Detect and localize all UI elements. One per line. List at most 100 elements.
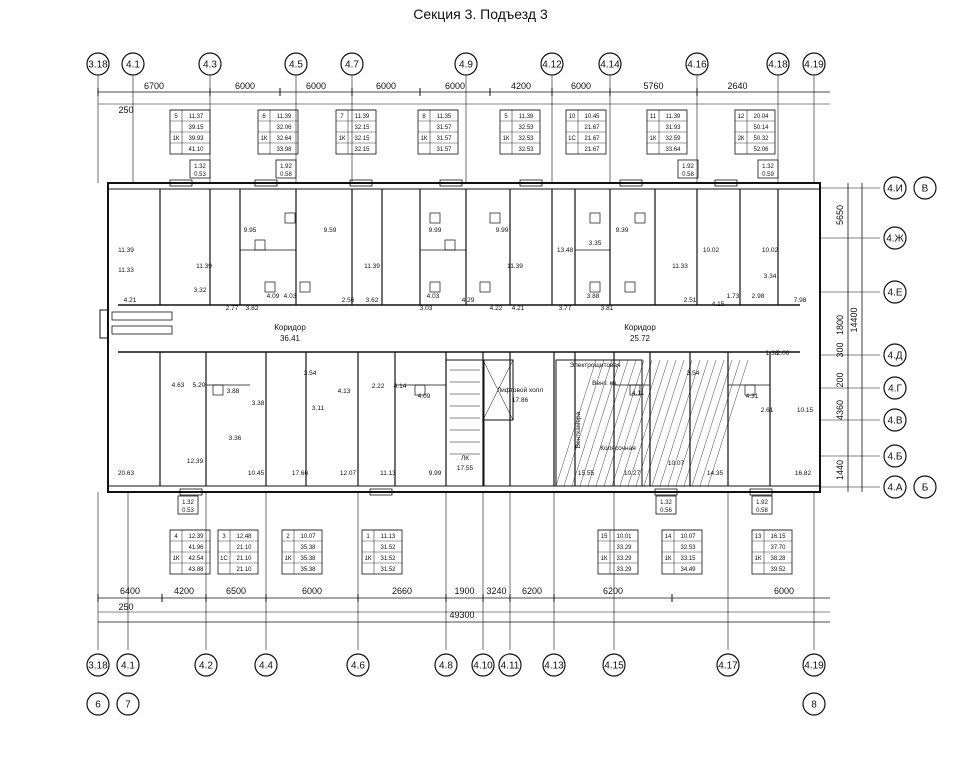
room-area-bottom: 16.82	[795, 470, 812, 477]
hatch-line	[571, 359, 613, 487]
hatch-line	[635, 359, 677, 487]
stamp-cell: 31.57	[436, 136, 452, 142]
fixture	[254, 239, 266, 251]
axis-marker-right-letter	[913, 176, 937, 200]
elevator-shaft	[482, 359, 514, 421]
axis-marker-right-label: 4.А	[887, 483, 902, 494]
hatch-line	[675, 359, 717, 487]
axis-marker-bottom-label: 3.18	[88, 661, 108, 672]
room-area-mid: 3.81	[601, 305, 614, 312]
stamp-cell: 21.10	[236, 556, 252, 562]
axis-marker-top	[540, 52, 564, 76]
stamp-cell: 42.54	[188, 556, 204, 562]
stamp-cell: 5	[504, 114, 508, 120]
axis-marker-bottom-label: 4.19	[804, 661, 824, 672]
bottom-dimension-label: 3240	[486, 586, 506, 596]
corridor-right-label: Коридор	[624, 323, 656, 332]
axis-marker-right-label: 4.Е	[887, 288, 902, 299]
vent-chamber-label: Венткамера	[575, 411, 582, 448]
stamp-cell: 33.29	[616, 556, 632, 562]
axis-marker-bottom-label: 4.6	[351, 661, 365, 672]
stamp-cell: 35.38	[300, 567, 316, 573]
stamp-cell: 39.93	[188, 136, 204, 142]
axis-marker-bottom	[346, 653, 370, 677]
balcony-area: 1.32	[660, 500, 672, 506]
room-area-top: 10.02	[762, 247, 779, 254]
window	[519, 179, 543, 187]
stamp-cell: 32.53	[518, 147, 534, 153]
stamp-cell: 11.39	[519, 114, 534, 120]
hatch-line	[659, 359, 701, 487]
room-area-bottom: 5.20	[193, 382, 206, 389]
hatch-line	[619, 359, 661, 487]
right-dimension-label: 14400	[849, 307, 859, 332]
hatch-line	[691, 359, 733, 487]
stair-label: ЛК	[461, 455, 469, 462]
entrance-vestibule	[111, 325, 173, 335]
corridor-left-area: 36.41	[280, 334, 301, 343]
room-area-bottom: 4.63	[172, 382, 185, 389]
stamp-cell: 12.48	[236, 534, 252, 540]
fixture	[414, 384, 426, 396]
stamp-cell: 1С	[220, 556, 228, 562]
corridor-right-area: 25.72	[630, 334, 651, 343]
stamp-cell: 31.52	[380, 545, 396, 551]
bottom-dimension-label: 6200	[603, 586, 623, 596]
stamp-cell: 38.28	[770, 556, 786, 562]
axis-marker-top	[86, 52, 110, 76]
stamp-cell: 31.93	[665, 125, 681, 131]
fixture	[299, 281, 311, 293]
balcony-stamp-bottom	[655, 495, 677, 515]
axis-marker-bottom-row2	[116, 692, 140, 716]
axis-marker-bottom-label: 4.17	[718, 661, 738, 672]
room-area-mid: 4.03	[284, 293, 297, 300]
axis-marker-top-label: 4.5	[289, 60, 303, 71]
stamp-cell: 31.57	[436, 147, 452, 153]
room-area-mid: 3.77	[559, 305, 572, 312]
axis-marker-bottom-label: 4.4	[259, 661, 273, 672]
stamp-cell: 32.15	[354, 147, 370, 153]
stamp-cell: 1К	[665, 556, 672, 562]
room-area-bottom: 17.66	[292, 470, 309, 477]
room-area-top: 11.39	[118, 247, 134, 254]
axis-marker-bottom-row2	[86, 692, 110, 716]
axis-marker-bottom	[194, 653, 218, 677]
room-area-mid: 4.21	[124, 297, 137, 304]
axis-marker-top-label: 4.18	[768, 60, 788, 71]
stamp-cell: 1К	[261, 136, 268, 142]
stamp-cell: 1К	[601, 556, 608, 562]
elevator-x	[482, 359, 514, 421]
top-dimension-label: 6700	[144, 81, 164, 91]
axis-marker-right	[883, 176, 907, 200]
fixture	[429, 281, 441, 293]
stamp-cell: 1К	[650, 136, 657, 142]
offset-dimension-label: 250	[118, 105, 133, 115]
stamp-cell: 1К	[339, 136, 346, 142]
stamp-cell: 1К	[173, 136, 180, 142]
hatch-line	[595, 359, 637, 487]
stamp-cell: 32.06	[276, 125, 292, 131]
bottom-dimension-label: 2660	[392, 586, 412, 596]
stamp-cell: 32.53	[518, 136, 534, 142]
room-area-bottom: 3.54	[304, 370, 317, 377]
stamp-cell: 10.07	[680, 534, 696, 540]
bottom-dimension-label: 4200	[174, 586, 194, 596]
stamp-cell: 11.13	[381, 534, 396, 540]
fixture	[479, 281, 491, 293]
bottom-dimension-label: 1900	[454, 586, 474, 596]
room-area-top: 11.33	[118, 267, 134, 274]
room-area-mid: 3.88	[587, 293, 600, 300]
fixture	[489, 212, 501, 224]
balcony-area: 0.53	[182, 508, 194, 514]
room-area-bottom: 4.13	[338, 388, 351, 395]
axis-marker-top	[284, 52, 308, 76]
hatch-line	[563, 359, 605, 487]
window	[349, 179, 373, 187]
stamp-cell: 1К	[285, 556, 292, 562]
axis-marker-top-label: 4.19	[804, 60, 824, 71]
room-area-mid: 2.56	[342, 297, 355, 304]
window	[254, 179, 278, 187]
bottom-dimension-label: 6200	[522, 586, 542, 596]
axis-marker-bottom-row2	[802, 692, 826, 716]
axis-marker-bottom-label: 4.11	[501, 661, 520, 672]
